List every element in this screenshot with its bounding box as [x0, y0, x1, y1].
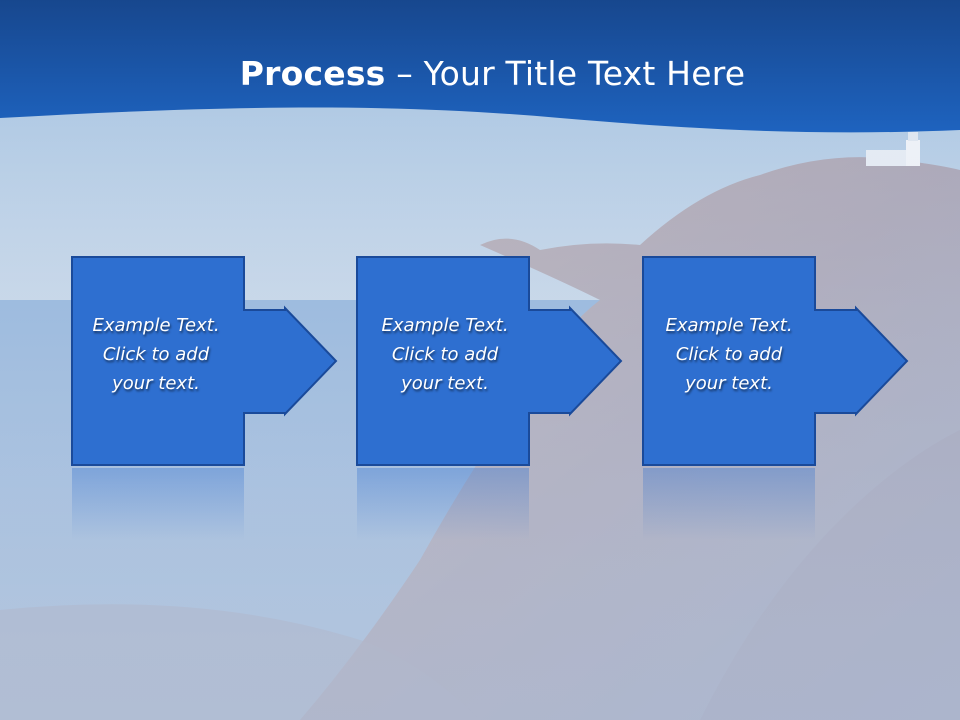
step-1-line-1: Example Text.: [92, 315, 220, 336]
step-2-line-1: Example Text.: [381, 315, 509, 336]
process-step-2[interactable]: [356, 256, 623, 540]
step-3-line-3: your text.: [685, 373, 773, 394]
step-3-line-2: Click to add: [675, 344, 783, 365]
step-2-line-2: Click to add: [391, 344, 499, 365]
title-bold: Process: [239, 54, 386, 93]
slide-title[interactable]: Process – Your Title Text Here: [0, 52, 960, 96]
process-step-3[interactable]: [642, 256, 909, 540]
step-2-line-3: your text.: [401, 373, 489, 394]
title-rest: – Your Title Text Here: [385, 54, 746, 93]
header-banner: [0, 0, 960, 133]
process-step-1[interactable]: [71, 256, 338, 540]
step-1-line-2: Click to add: [102, 344, 210, 365]
step-3-line-1: Example Text.: [665, 315, 793, 336]
step-2-text[interactable]: Example Text. Click to add your text.: [355, 311, 535, 398]
step-1-line-3: your text.: [112, 373, 200, 394]
step-3-text[interactable]: Example Text. Click to add your text.: [639, 311, 819, 398]
step-1-text[interactable]: Example Text. Click to add your text.: [66, 311, 246, 398]
